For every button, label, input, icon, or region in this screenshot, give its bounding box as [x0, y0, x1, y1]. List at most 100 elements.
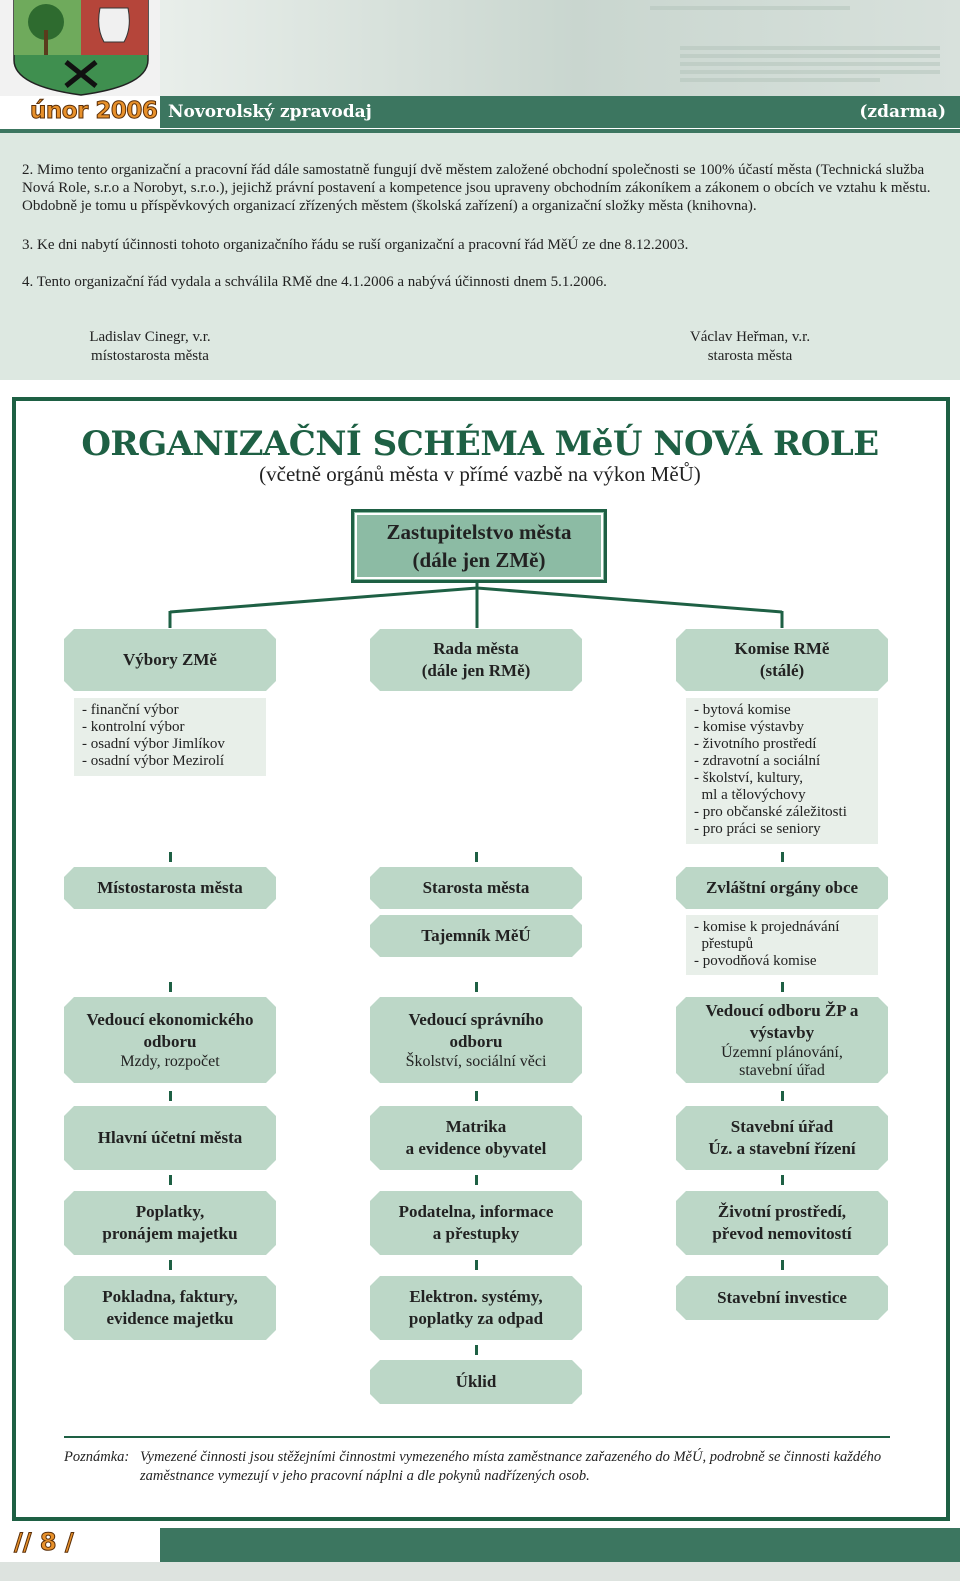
node-title: Hlavní účetní města [97, 1128, 243, 1147]
signature-mayor: Václav Heřman, v.r. starosta města [680, 328, 820, 366]
list-item: - životního prostředí [694, 736, 817, 752]
footnote-label: Poznámka: [64, 1449, 130, 1465]
node-title: Zvláštní orgány obce [705, 878, 859, 897]
node-rada-mesta: Rada města (dále jen RMě) [370, 629, 582, 691]
node-komise: Komise RMě (stálé) [676, 629, 888, 691]
footnote: Poznámka: Vymezené činnosti jsou stěžejn… [64, 1448, 890, 1486]
signature-role: starosta města [707, 348, 793, 364]
schema-title: ORGANIZAČNÍ SCHÉMA MěÚ NOVÁ ROLE [81, 424, 879, 464]
node-line: (dále jen ZMě) [412, 548, 546, 572]
connector-tick [169, 1175, 172, 1185]
list-item: - pro práci se seniory [694, 821, 821, 837]
price-label: (zdarma) [859, 102, 946, 122]
connector-tick [475, 852, 478, 862]
note-divider [64, 1436, 890, 1438]
node-title: Podatelna, informace [398, 1202, 554, 1221]
node-line: Zastupitelstvo města [386, 520, 572, 544]
node-detail: Mzdy, rozpočet [120, 1053, 220, 1070]
node-podatelna: Podatelna, informace a přestupky [370, 1191, 582, 1255]
node-tajemnik: Tajemník MěÚ [370, 915, 582, 957]
signature-deputy-mayor: Ladislav Cinegr, v.r. místostarosta měst… [80, 328, 220, 366]
signature-role: místostarosta města [91, 348, 209, 364]
node-title: Místostarosta města [97, 878, 243, 897]
node-subtitle: a přestupky [432, 1224, 520, 1243]
node-poplatky: Poplatky, pronájem majetku [64, 1191, 276, 1255]
node-title: Vedoucí správního odboru [408, 1010, 544, 1051]
list-item: - kontrolní výbor [82, 719, 185, 735]
node-subtitle: pronájem majetku [102, 1224, 238, 1243]
header-divider [0, 129, 960, 133]
komise-list: - bytová komise - komise výstavby - živo… [686, 698, 878, 844]
node-stavebni-urad: Stavební úřad Úz. a stavební řízení [676, 1106, 888, 1170]
paragraph-3: 3. Ke dni nabytí účinnosti tohoto organi… [22, 237, 689, 253]
node-pokladna: Pokladna, faktury, evidence majetku [64, 1276, 276, 1340]
node-matrika: Matrika a evidence obyvatel [370, 1106, 582, 1170]
connector-tick [781, 1260, 784, 1270]
node-title: Stavební úřad [730, 1117, 834, 1136]
list-item: - zdravotní a sociální [694, 753, 821, 769]
node-starosta: Starosta města [370, 867, 582, 909]
node-title: Matrika [445, 1117, 507, 1136]
node-title: Poplatky, [135, 1202, 205, 1221]
newsletter-name: Novorolský zpravodaj [168, 102, 372, 122]
node-mistostarosta: Místostarosta města [64, 867, 276, 909]
node-stavebni-investice: Stavební investice [676, 1276, 888, 1320]
list-item: - komise výstavby [694, 719, 804, 735]
node-elektron-systemy: Elektron. systémy, poplatky za odpad [370, 1276, 582, 1340]
node-title: Rada města [433, 639, 519, 658]
connector-tick [475, 1175, 478, 1185]
node-subtitle: převod nemovitostí [712, 1224, 852, 1243]
node-title: Výbory ZMě [123, 650, 217, 669]
list-item: - finanční výbor [82, 702, 179, 718]
connector-tick [475, 1345, 478, 1355]
connector-tick [169, 1260, 172, 1270]
header-green-bar [160, 96, 960, 128]
node-hlavni-ucetni: Hlavní účetní města [64, 1106, 276, 1170]
intro-panel [0, 133, 960, 380]
page-number: // 8 / [14, 1528, 75, 1557]
node-title: Pokladna, faktury, [102, 1287, 238, 1306]
paragraph-4: 4. Tento organizační řád vydala a schvál… [22, 274, 607, 290]
list-item: - povodňová komise [694, 953, 817, 969]
connector-tick [475, 982, 478, 992]
node-subtitle: (stálé) [759, 661, 805, 680]
town-crest [0, 0, 160, 96]
node-subtitle: (dále jen RMě) [421, 661, 531, 680]
node-title: Starosta města [422, 878, 530, 897]
schema-subtitle: (včetně orgánů města v přímé vazbě na vý… [259, 462, 701, 486]
node-title: Elektron. systémy, [409, 1287, 543, 1306]
list-item: - osadní výbor Mezirolí [82, 753, 225, 769]
faded-header-texture [640, 4, 950, 90]
connector-tick [169, 852, 172, 862]
connector-tick [475, 1260, 478, 1270]
node-zvlastni-organy: Zvláštní orgány obce [676, 867, 888, 909]
node-title: Vedoucí odboru ŽP a výstavby [705, 1001, 859, 1042]
node-subtitle: Úz. a stavební řízení [708, 1139, 856, 1158]
node-title: Úklid [455, 1372, 497, 1391]
node-zastupitelstvo: Zastupitelstvo města (dále jen ZMě) [352, 510, 606, 582]
node-subtitle: a evidence obyvatel [405, 1139, 547, 1158]
connector-tick [781, 1175, 784, 1185]
list-item: - komise k projednávání [694, 919, 840, 935]
node-title: Komise RMě [734, 639, 830, 658]
node-title: Tajemník MěÚ [421, 926, 531, 945]
node-detail: Územní plánování, stavební úřad [721, 1044, 843, 1079]
connector-tick [169, 982, 172, 992]
connector-tick [781, 852, 784, 862]
issue-date: únor 2006 [29, 98, 158, 125]
node-title: Životní prostředí, [717, 1202, 847, 1221]
list-item: - osadní výbor Jimlíkov [82, 736, 225, 752]
node-ekonomicky-odbor: Vedoucí ekonomického odboru Mzdy, rozpoč… [64, 997, 276, 1083]
footer-green-bar [160, 1528, 960, 1562]
footer-gray-bar [0, 1562, 960, 1581]
paragraph-2: 2. Mimo tento organizační a pracovní řád… [22, 162, 931, 214]
list-item: - pro občanské záležitosti [694, 804, 847, 820]
node-title: Stavební investice [717, 1288, 847, 1307]
node-zivotni-prostredi: Životní prostředí, převod nemovitostí [676, 1191, 888, 1255]
footnote-text: Vymezené činnosti jsou stěžejními činnos… [140, 1449, 882, 1484]
zvlastni-list: - komise k projednávání přestupů - povod… [686, 915, 878, 975]
node-uklid: Úklid [370, 1360, 582, 1404]
node-detail: Školství, sociální věci [405, 1053, 547, 1070]
node-odbor-zp: Vedoucí odboru ŽP a výstavby Územní plán… [676, 997, 888, 1083]
